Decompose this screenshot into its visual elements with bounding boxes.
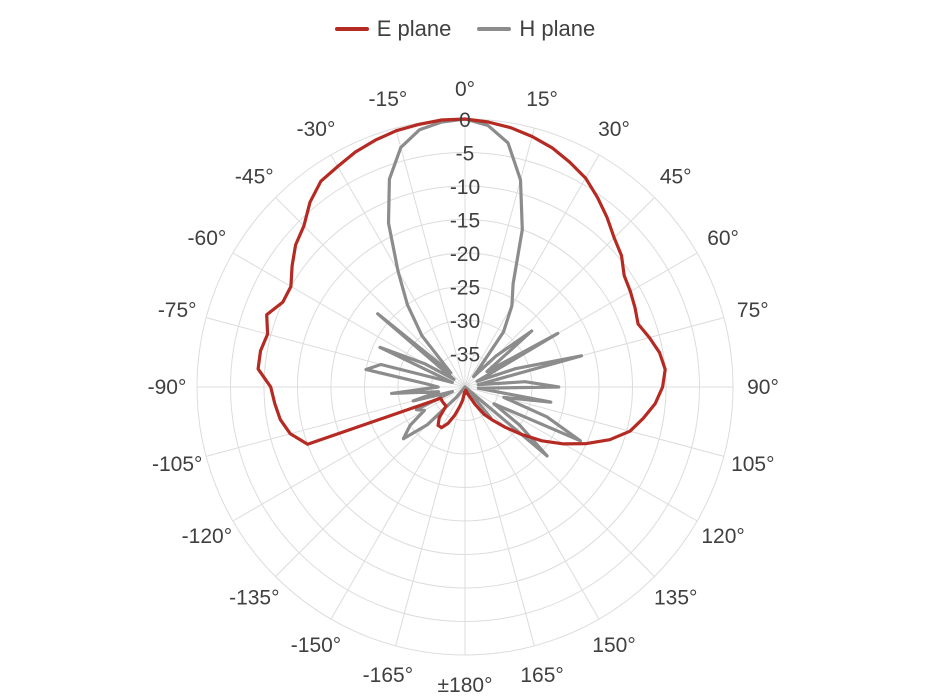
chart-legend: E plane H plane: [0, 16, 930, 42]
radial-tick-label: -30: [450, 310, 480, 333]
radial-tick-label: 0: [459, 109, 471, 132]
angular-tick-label: 60°: [707, 227, 739, 250]
angular-tick-label: 30°: [598, 118, 630, 141]
grid-spoke: [232, 386, 466, 522]
angular-tick-label: 150°: [592, 634, 635, 657]
series-layer: [256, 117, 667, 458]
angular-tick-label: -75°: [158, 299, 197, 322]
radial-tick-label: -15: [450, 210, 480, 233]
grid-spoke: [464, 128, 535, 388]
grid-spoke: [464, 154, 600, 388]
radial-tick-label: -5: [456, 143, 475, 166]
angular-tick-label: 0°: [455, 78, 475, 101]
radial-tick-label: -35: [450, 344, 480, 367]
angular-tick-label: 105°: [731, 453, 774, 476]
grid-spoke: [330, 386, 466, 620]
angular-tick-label: -150°: [291, 634, 341, 657]
radial-tick-label: -10: [450, 176, 480, 199]
series-line-h-plane: [364, 117, 584, 458]
legend-swatch-h-plane: [477, 27, 512, 31]
angular-tick-label: -60°: [188, 227, 227, 250]
legend-label-e-plane: E plane: [376, 16, 452, 41]
angular-tick-labels: 0° 15° 30° 45° 60° 75° 90° 105° 120° 135° 150° 165°…: [148, 78, 779, 696]
grid-spoke: [395, 386, 466, 646]
grid-spoke: [464, 386, 535, 646]
angular-tick-label: 120°: [701, 525, 744, 548]
angular-tick-label: 135°: [654, 587, 697, 610]
angular-tick-label: -120°: [182, 525, 232, 548]
grid-spoke: [464, 386, 655, 577]
angular-tick-label: -45°: [235, 165, 274, 188]
grid-spoke: [395, 128, 466, 388]
radial-tick-label: -25: [450, 277, 480, 300]
grid-spoke: [464, 386, 600, 620]
legend-item-e-plane[interactable]: E plane: [334, 16, 452, 42]
angular-tick-label: -135°: [229, 587, 279, 610]
angular-tick-label: ±180°: [438, 674, 493, 696]
legend-swatch-e-plane: [334, 27, 369, 31]
grid-spoke: [275, 197, 466, 388]
angular-tick-label: 90°: [747, 376, 779, 399]
legend-item-h-plane[interactable]: H plane: [477, 16, 595, 42]
series-line-e-plane: [256, 117, 667, 446]
legend-label-h-plane: H plane: [519, 16, 596, 41]
angular-tick-label: -30°: [297, 118, 336, 141]
angular-tick-label: -165°: [363, 664, 413, 687]
angular-tick-label: -105°: [152, 453, 202, 476]
angular-tick-label: -90°: [148, 376, 187, 399]
angular-tick-label: 165°: [520, 664, 563, 687]
angular-tick-label: -15°: [369, 88, 408, 111]
angular-tick-label: 75°: [737, 299, 769, 322]
radial-tick-labels: 0 -5 -10 -15 -20 -25 -30 -35: [450, 109, 480, 367]
radial-tick-label: -20: [450, 243, 480, 266]
angular-tick-label: 15°: [526, 88, 558, 111]
angular-tick-label: 45°: [660, 165, 692, 188]
